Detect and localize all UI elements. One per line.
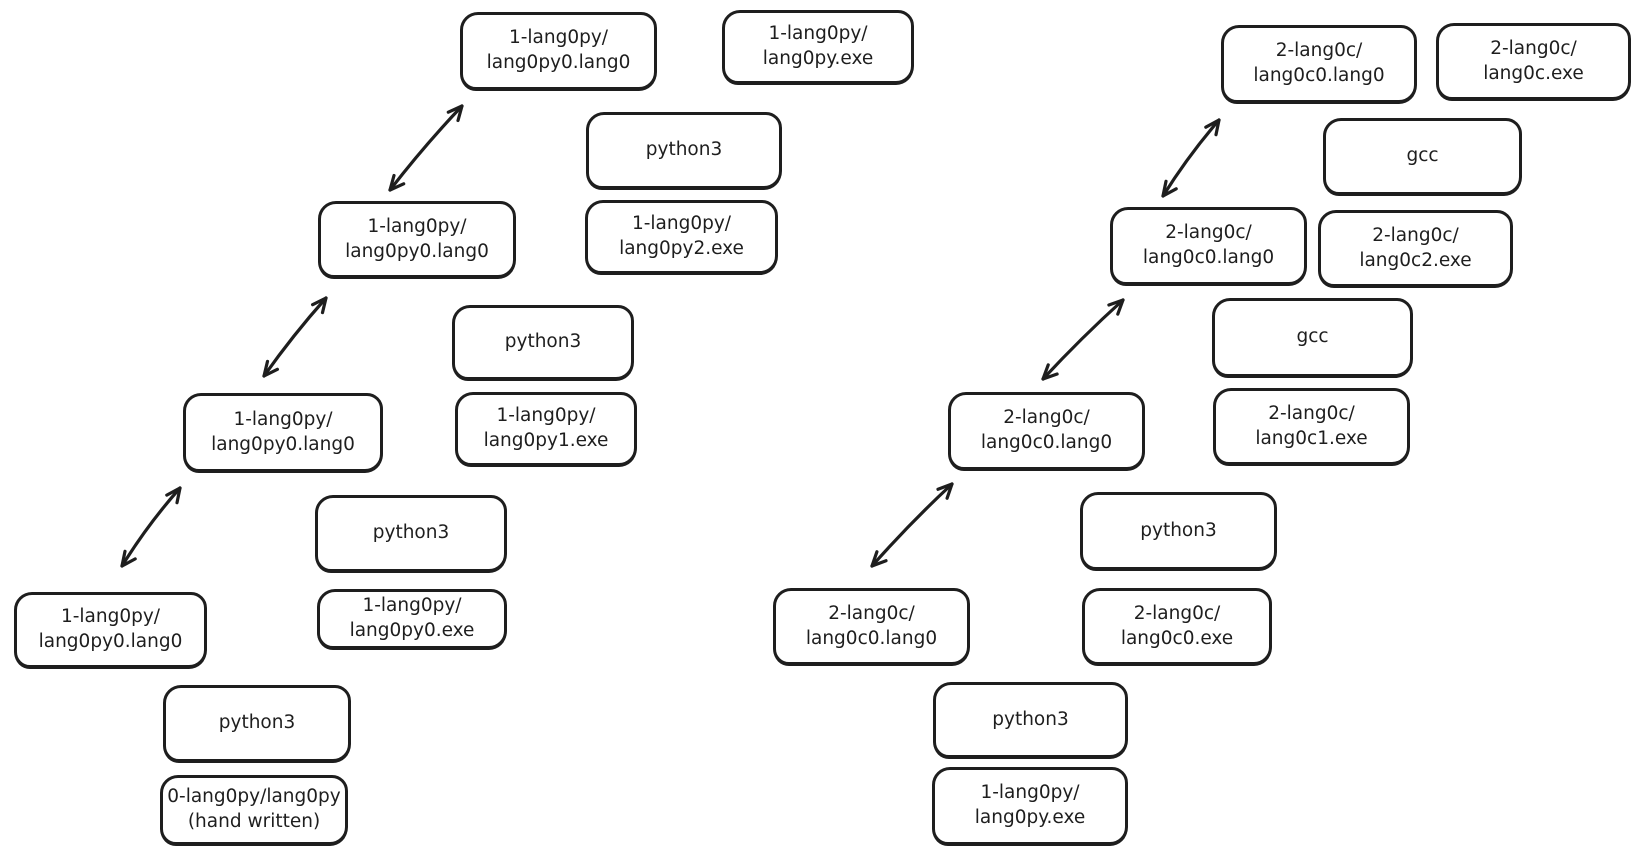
double-arrow-c-gen0-gen1 (870, 482, 954, 568)
double-arrow-py-gen2-gen3 (388, 104, 464, 192)
box-py-src-gen3: 1-lang0py/ lang0py0.lang0 (460, 12, 657, 90)
double-arrow-c-gen1-gen2 (1041, 298, 1125, 381)
box-py-final-exe: 1-lang0py/ lang0py.exe (722, 10, 914, 84)
box-c-runner-gen0: python3 (933, 682, 1128, 758)
box-c-runner-gen1: python3 (1080, 492, 1277, 570)
box-py-handwritten: 0-lang0py/lang0py (hand written) (160, 775, 348, 845)
double-arrow-py-gen0-gen1 (120, 486, 182, 568)
box-c-src-gen2: 2-lang0c/ lang0c0.lang0 (1110, 207, 1307, 285)
box-py-src-gen2: 1-lang0py/ lang0py0.lang0 (318, 201, 516, 278)
box-c-compiler-gen3: gcc (1323, 118, 1522, 195)
box-py-exe-gen0: 1-lang0py/ lang0py0.exe (317, 589, 507, 649)
box-py-exe-gen2: 1-lang0py/ lang0py2.exe (585, 200, 778, 274)
box-py-src-gen1: 1-lang0py/ lang0py0.lang0 (183, 393, 383, 472)
double-arrow-c-gen2-gen3 (1161, 118, 1221, 198)
box-c-bootstrap-exe: 1-lang0py/ lang0py.exe (932, 767, 1128, 845)
box-c-compiler-gen2: gcc (1212, 298, 1413, 377)
double-arrow-py-gen1-gen2 (262, 296, 328, 378)
box-c-final-exe: 2-lang0c/ lang0c.exe (1436, 23, 1631, 100)
box-c-src-gen3: 2-lang0c/ lang0c0.lang0 (1221, 25, 1417, 103)
box-c-src-gen1: 2-lang0c/ lang0c0.lang0 (948, 392, 1145, 470)
box-py-exe-gen1: 1-lang0py/ lang0py1.exe (455, 392, 637, 466)
box-py-runner-gen0: python3 (163, 685, 351, 762)
box-c-exe-gen2: 2-lang0c/ lang0c2.exe (1318, 210, 1513, 287)
box-c-src-gen0: 2-lang0c/ lang0c0.lang0 (773, 588, 970, 665)
box-py-runner-gen1: python3 (315, 495, 507, 572)
box-py-runner-gen2: python3 (452, 305, 634, 380)
box-c-exe-gen1: 2-lang0c/ lang0c1.exe (1213, 388, 1410, 465)
box-py-src-gen0: 1-lang0py/ lang0py0.lang0 (14, 592, 207, 668)
box-py-runner-gen3: python3 (586, 112, 782, 189)
box-c-exe-gen0: 2-lang0c/ lang0c0.exe (1082, 588, 1272, 665)
